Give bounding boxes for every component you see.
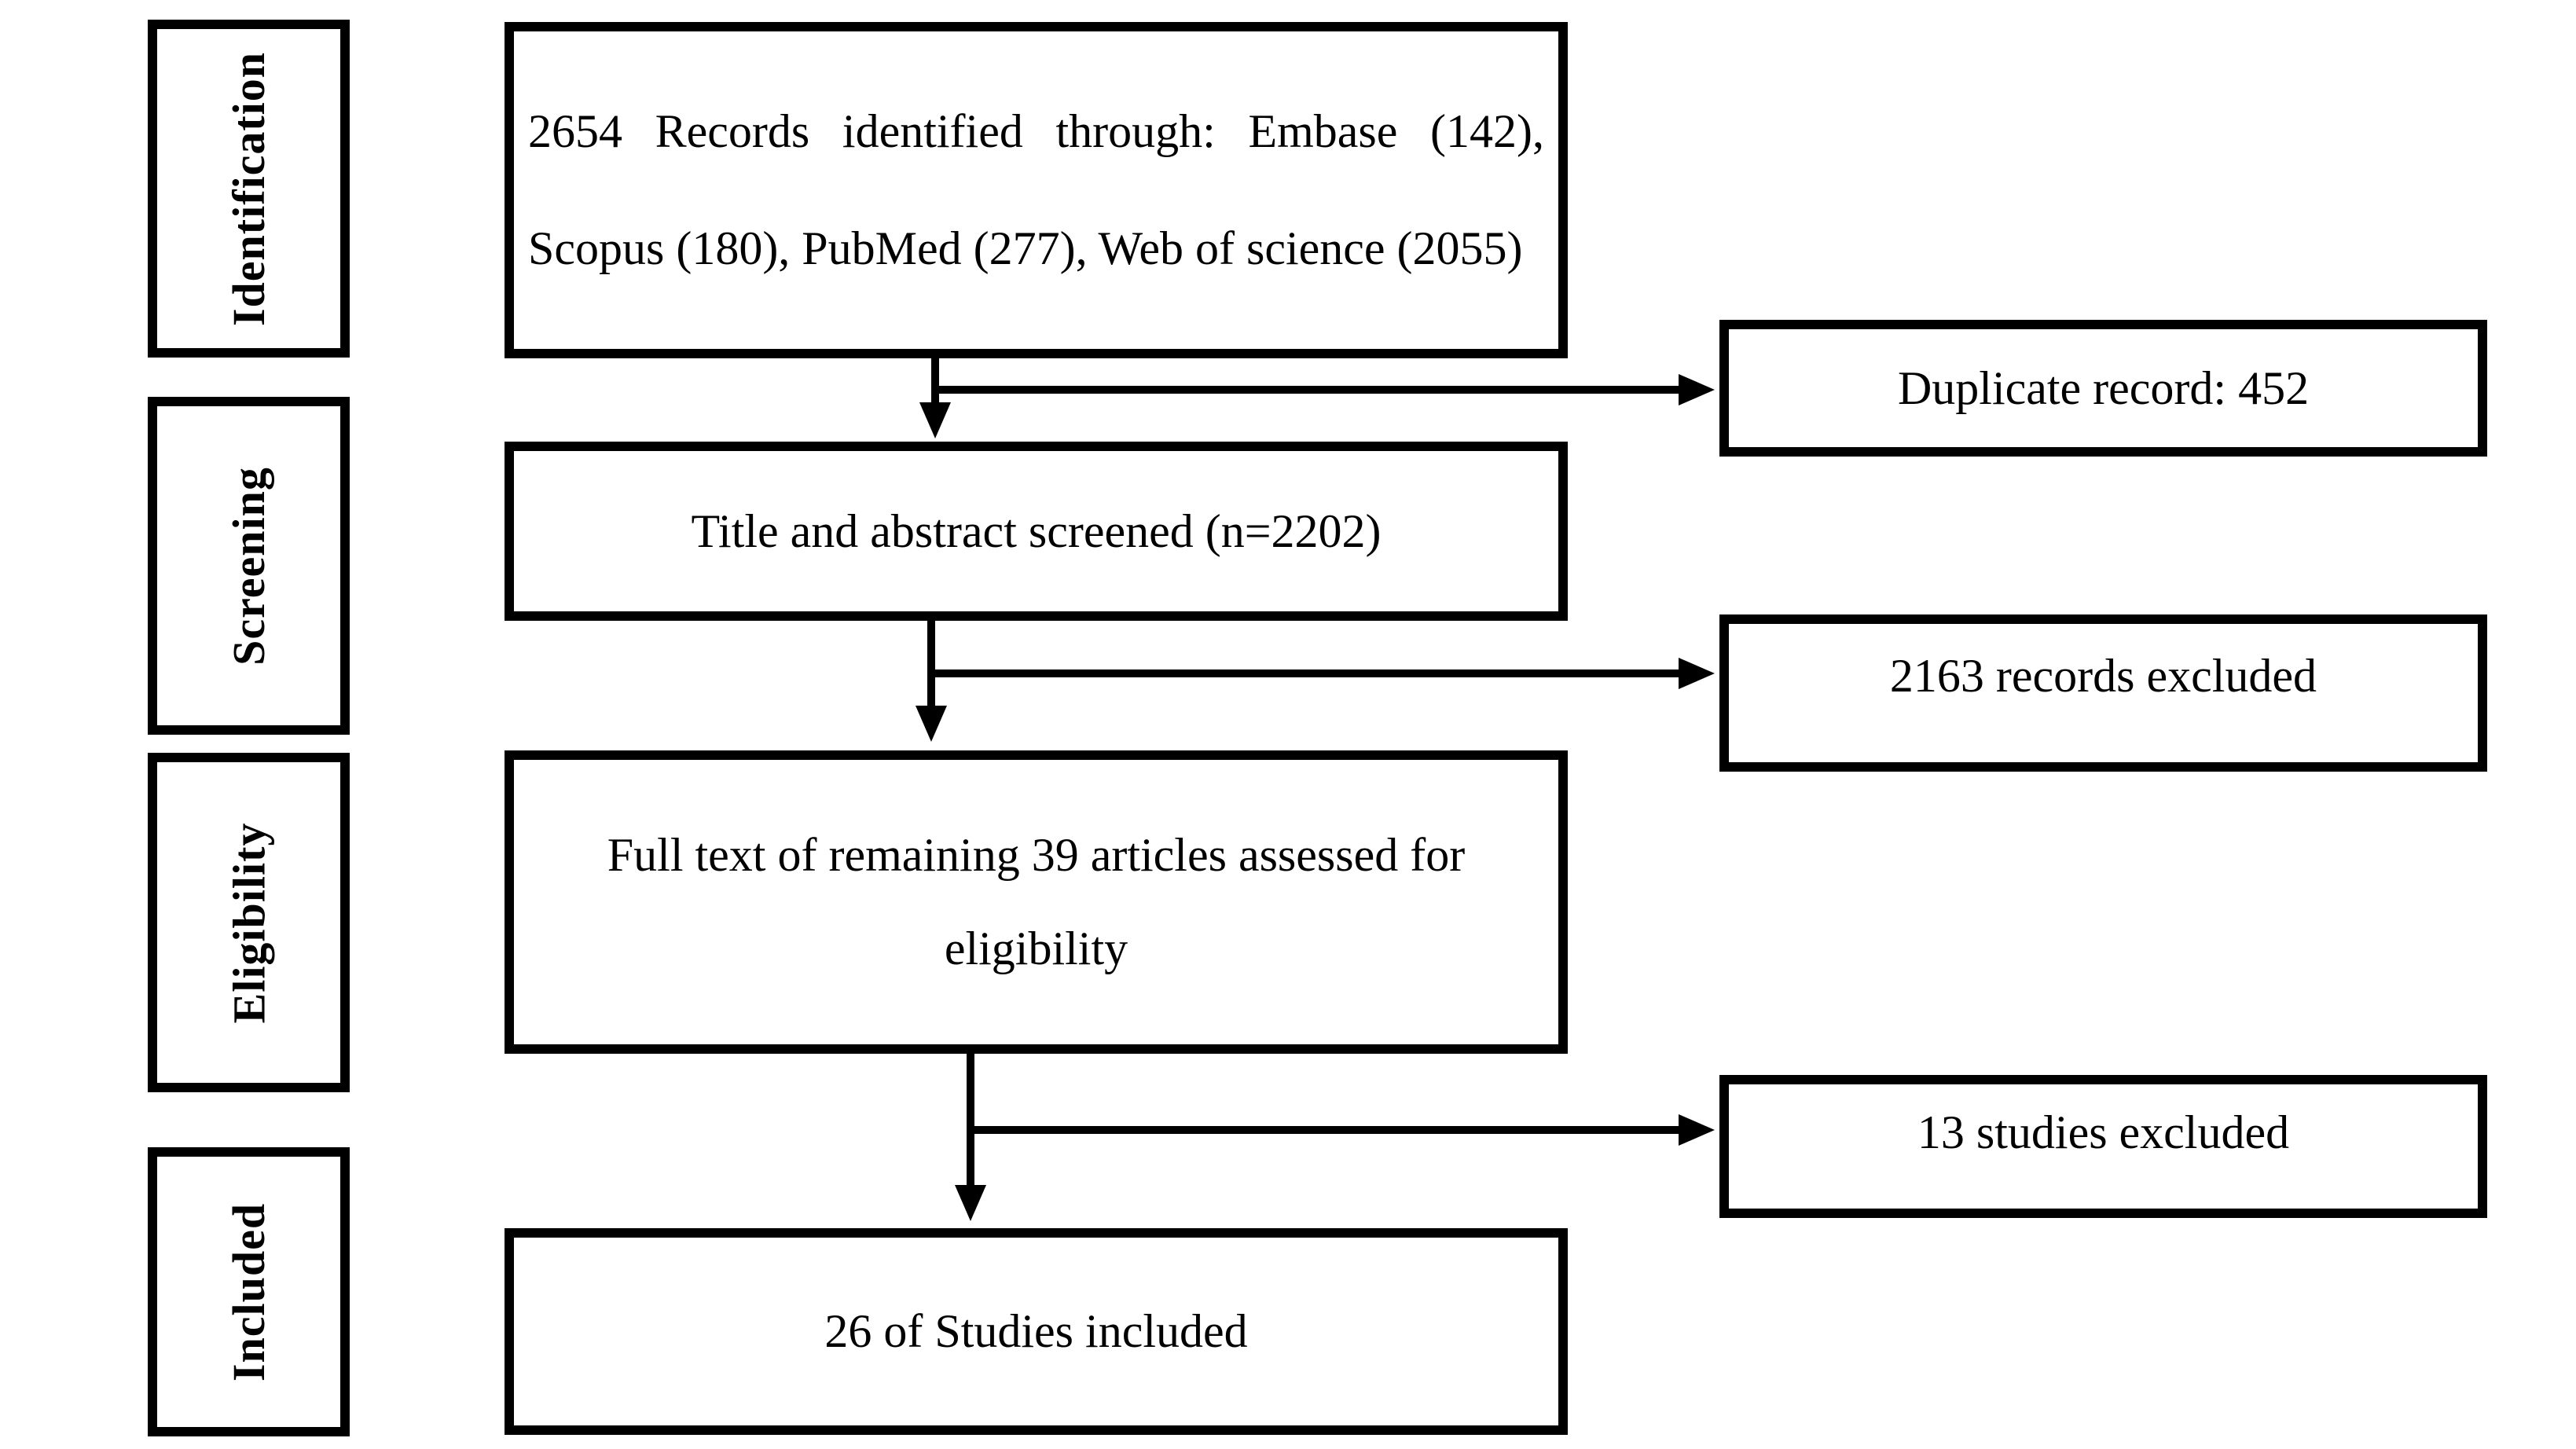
- arrowhead-right-icon: [1679, 1114, 1715, 1146]
- arrow-to-duplicate-records: [935, 374, 1715, 405]
- side-box-records-excluded: 2163 records excluded: [1719, 614, 2487, 772]
- arrow-eligibility-to-included: [955, 1051, 986, 1221]
- stage-label-identification: Identification: [223, 51, 274, 326]
- arrow-to-records-excluded: [931, 658, 1715, 689]
- full-text-assessed-text-line-1: Full text of remaining 39 articles asses…: [607, 829, 1466, 881]
- arrowhead-down-icon: [916, 706, 947, 742]
- flow-box-records-identified: 2654 Records identified through: Embase …: [505, 22, 1568, 358]
- stage-box-included: Included: [148, 1147, 350, 1436]
- records-excluded-text: 2163 records excluded: [1889, 649, 2317, 702]
- full-text-assessed-text-line-2: eligibility: [944, 923, 1128, 974]
- stage-label-screening: Screening: [223, 466, 274, 666]
- arrowhead-down-icon: [955, 1185, 986, 1221]
- arrow-screening-to-eligibility: [916, 618, 947, 742]
- stage-box-screening: Screening: [148, 397, 350, 735]
- arrowhead-down-icon: [919, 402, 951, 438]
- arrowhead-right-icon: [1679, 374, 1715, 405]
- records-identified-text-line-2: Scopus (180), PubMed (277), Web of scien…: [528, 222, 1523, 274]
- duplicate-records-text: Duplicate record: 452: [1897, 361, 2310, 414]
- side-box-duplicate-records: Duplicate record: 452: [1719, 320, 2487, 457]
- stage-label-included: Included: [222, 1202, 274, 1381]
- arrowhead-right-icon: [1679, 658, 1715, 689]
- flow-box-title-abstract-screened: Title and abstract screened (n=2202): [505, 442, 1568, 621]
- title-abstract-screened-text: Title and abstract screened (n=2202): [691, 504, 1382, 557]
- stage-box-identification: Identification: [148, 20, 350, 358]
- flow-box-full-text-assessed: Full text of remaining 39 articles asses…: [505, 750, 1568, 1054]
- stage-box-eligibility: Eligibility: [148, 753, 350, 1092]
- arrow-identification-to-screening: [919, 355, 951, 438]
- flow-box-studies-included: 26 of Studies included: [505, 1228, 1568, 1435]
- arrow-to-studies-excluded: [971, 1114, 1715, 1146]
- studies-included-text: 26 of Studies included: [824, 1305, 1248, 1357]
- side-box-studies-excluded: 13 studies excluded: [1719, 1075, 2487, 1218]
- stage-label-eligibility: Eligibility: [223, 822, 275, 1023]
- studies-excluded-text: 13 studies excluded: [1917, 1106, 2290, 1158]
- records-identified-text-line-1: 2654 Records identified through: Embase …: [528, 105, 1544, 157]
